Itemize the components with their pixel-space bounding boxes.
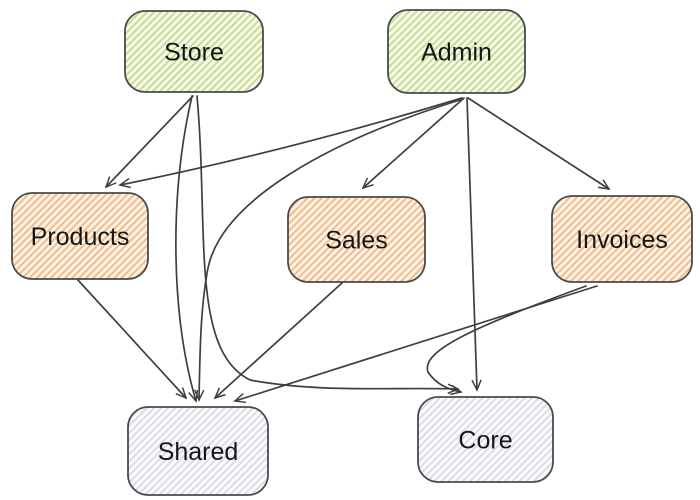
edge-admin-to-core — [466, 97, 482, 392]
edge-sales-to-shared — [213, 282, 343, 400]
edge-invoices-to-shared — [233, 285, 598, 404]
node-core: Core — [417, 396, 554, 483]
node-label-admin: Admin — [421, 39, 492, 67]
node-invoices: Invoices — [551, 195, 693, 283]
edge-layer — [76, 95, 611, 404]
edge-invoices-to-core — [426, 285, 587, 396]
edge-store-to-shared — [175, 95, 199, 403]
node-box-core — [417, 396, 554, 483]
node-box-shared — [127, 406, 269, 496]
edge-admin-to-sales — [361, 97, 465, 190]
node-products: Products — [11, 192, 149, 280]
edge-store-to-products — [104, 95, 194, 189]
node-label-store: Store — [164, 39, 224, 67]
node-box-admin — [387, 9, 526, 94]
edge-store-to-core — [196, 95, 460, 394]
node-box-sales — [287, 196, 426, 283]
edge-admin-to-invoices — [467, 97, 611, 190]
edge-products-to-shared — [76, 278, 188, 400]
node-label-products: Products — [31, 223, 130, 251]
node-label-core: Core — [458, 427, 512, 455]
node-sales: Sales — [287, 196, 426, 283]
node-box-invoices — [551, 195, 693, 283]
node-label-sales: Sales — [325, 227, 388, 255]
edge-admin-to-products — [118, 97, 463, 189]
node-label-shared: Shared — [158, 438, 239, 466]
node-admin: Admin — [387, 9, 526, 94]
node-box-products — [11, 192, 149, 280]
node-box-store — [124, 10, 264, 93]
node-store: Store — [124, 10, 264, 93]
edge-admin-to-shared — [193, 98, 464, 402]
node-label-invoices: Invoices — [576, 226, 668, 254]
node-shared: Shared — [127, 406, 269, 496]
